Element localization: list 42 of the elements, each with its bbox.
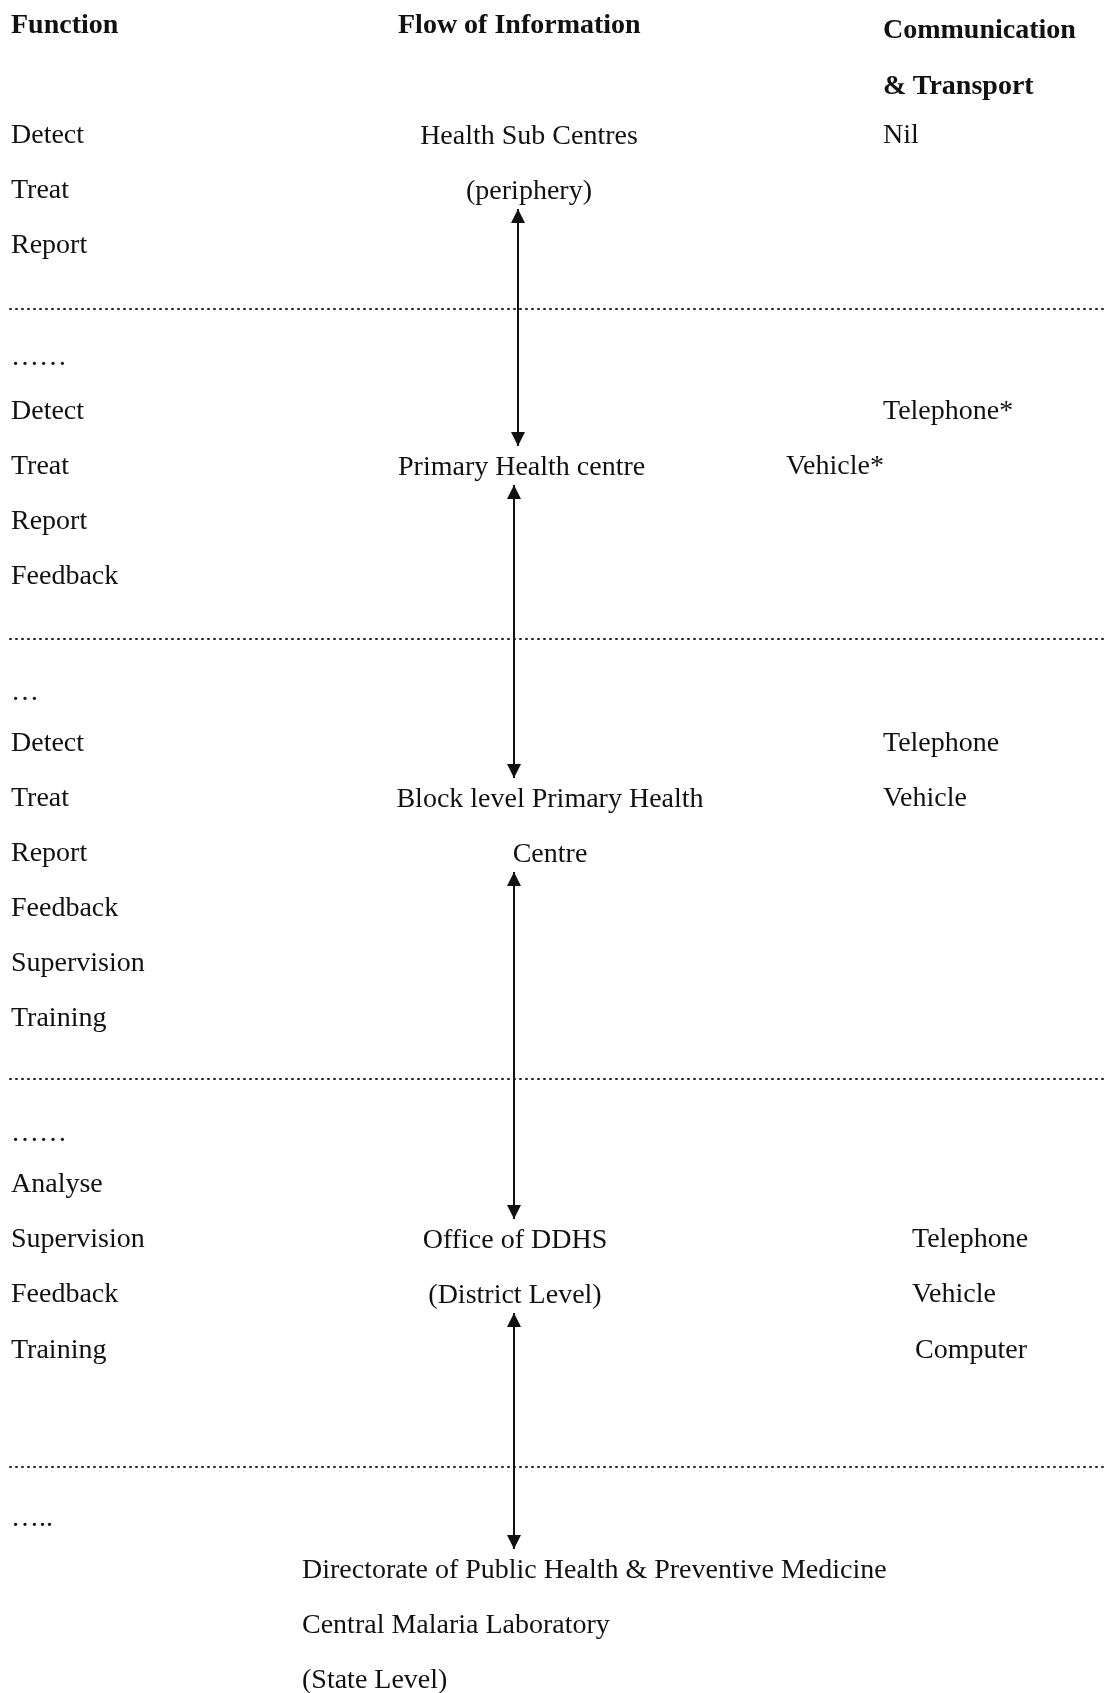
double-headed-arrow [507, 871, 521, 1220]
table-text: Report [11, 227, 88, 261]
double-headed-arrow [511, 208, 525, 447]
table-text: Feedback [11, 558, 119, 592]
level-label: Office of DDHS (District Level) [421, 1222, 609, 1311]
level-label: Primary Health centre [398, 449, 647, 483]
table-text: …… [11, 339, 67, 373]
table-text: Training [11, 1332, 107, 1366]
table-text: Vehicle* [786, 448, 884, 482]
column-header: Function [11, 7, 119, 41]
table-text: Report [11, 835, 88, 869]
double-headed-arrow [507, 1312, 521, 1550]
table-text: Telephone [912, 1221, 1029, 1255]
level-label: Block level Primary Health Centre [395, 781, 705, 870]
table-text: Training [11, 1000, 107, 1034]
table-text: Treat [11, 172, 70, 206]
table-text: Feedback [11, 890, 119, 924]
table-text: Telephone [883, 725, 1000, 759]
table-text: Telephone* [883, 393, 1014, 427]
column-header: Flow of Information [398, 7, 641, 41]
table-text: Supervision [11, 1221, 145, 1255]
table-text: ….. [11, 1500, 53, 1534]
level-label: Central Malaria Laboratory [302, 1607, 611, 1641]
table-text: Detect [11, 725, 85, 759]
level-label: Health Sub Centres (periphery) [419, 118, 639, 207]
table-text: Computer [915, 1332, 1027, 1366]
column-header: Communication & Transport [883, 12, 1077, 102]
table-text: Report [11, 503, 88, 537]
table-text: Supervision [11, 945, 145, 979]
double-headed-arrow [507, 484, 521, 779]
table-text: Analyse [11, 1166, 103, 1200]
table-text: Treat [11, 448, 70, 482]
table-text: Detect [11, 117, 85, 151]
table-text: …… [11, 1115, 67, 1149]
table-text: Nil [883, 117, 919, 151]
table-text: Treat [11, 780, 70, 814]
table-text: Detect [11, 393, 85, 427]
level-label: Directorate of Public Health & Preventive Medicine [302, 1552, 888, 1586]
table-text: Vehicle [912, 1276, 996, 1310]
table-text: … [11, 674, 39, 708]
table-text: Vehicle [883, 780, 967, 814]
table-text: Feedback [11, 1276, 119, 1310]
